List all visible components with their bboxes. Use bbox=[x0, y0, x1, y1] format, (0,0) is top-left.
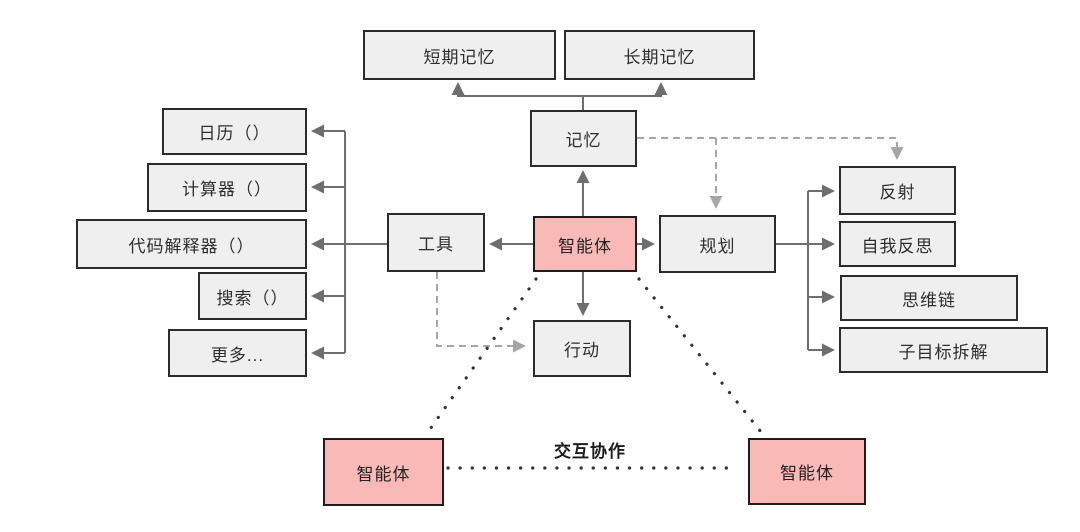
node-self-reflection: 自我反思 bbox=[839, 221, 956, 267]
node-calculator: 计算器（） bbox=[147, 163, 307, 212]
node-more: 更多... bbox=[168, 329, 307, 377]
node-agent-right: 智能体 bbox=[748, 438, 866, 505]
node-calendar: 日历（） bbox=[162, 108, 307, 155]
node-action: 行动 bbox=[533, 320, 631, 377]
edge-tools-dashed-to-action bbox=[436, 272, 526, 353]
node-short-term-memory: 短期记忆 bbox=[363, 30, 556, 80]
node-subgoal-decomposition: 子目标拆解 bbox=[839, 327, 1048, 373]
edge-agent-dotted-left bbox=[426, 277, 538, 434]
node-agent-left: 智能体 bbox=[323, 438, 444, 506]
edge-memory-to-short-term bbox=[451, 82, 584, 110]
edge-memory-dashed-to-reflection bbox=[637, 137, 904, 160]
node-tools: 工具 bbox=[387, 213, 485, 272]
node-chain-of-thought: 思维链 bbox=[840, 275, 1018, 321]
node-code-interpreter: 代码解释器（） bbox=[76, 219, 307, 269]
edge-agent-dotted-right bbox=[637, 277, 763, 434]
node-agent-center: 智能体 bbox=[533, 216, 637, 272]
node-long-term-memory: 长期记忆 bbox=[564, 30, 755, 80]
node-search: 搜索（） bbox=[198, 272, 307, 320]
node-memory: 记忆 bbox=[530, 110, 637, 167]
edge-planning-trunk bbox=[776, 191, 809, 350]
edge-memory-to-long-term bbox=[583, 82, 668, 97]
node-planning: 规划 bbox=[659, 215, 776, 273]
collaboration-label: 交互协作 bbox=[554, 442, 626, 461]
node-reflection: 反射 bbox=[839, 166, 956, 215]
